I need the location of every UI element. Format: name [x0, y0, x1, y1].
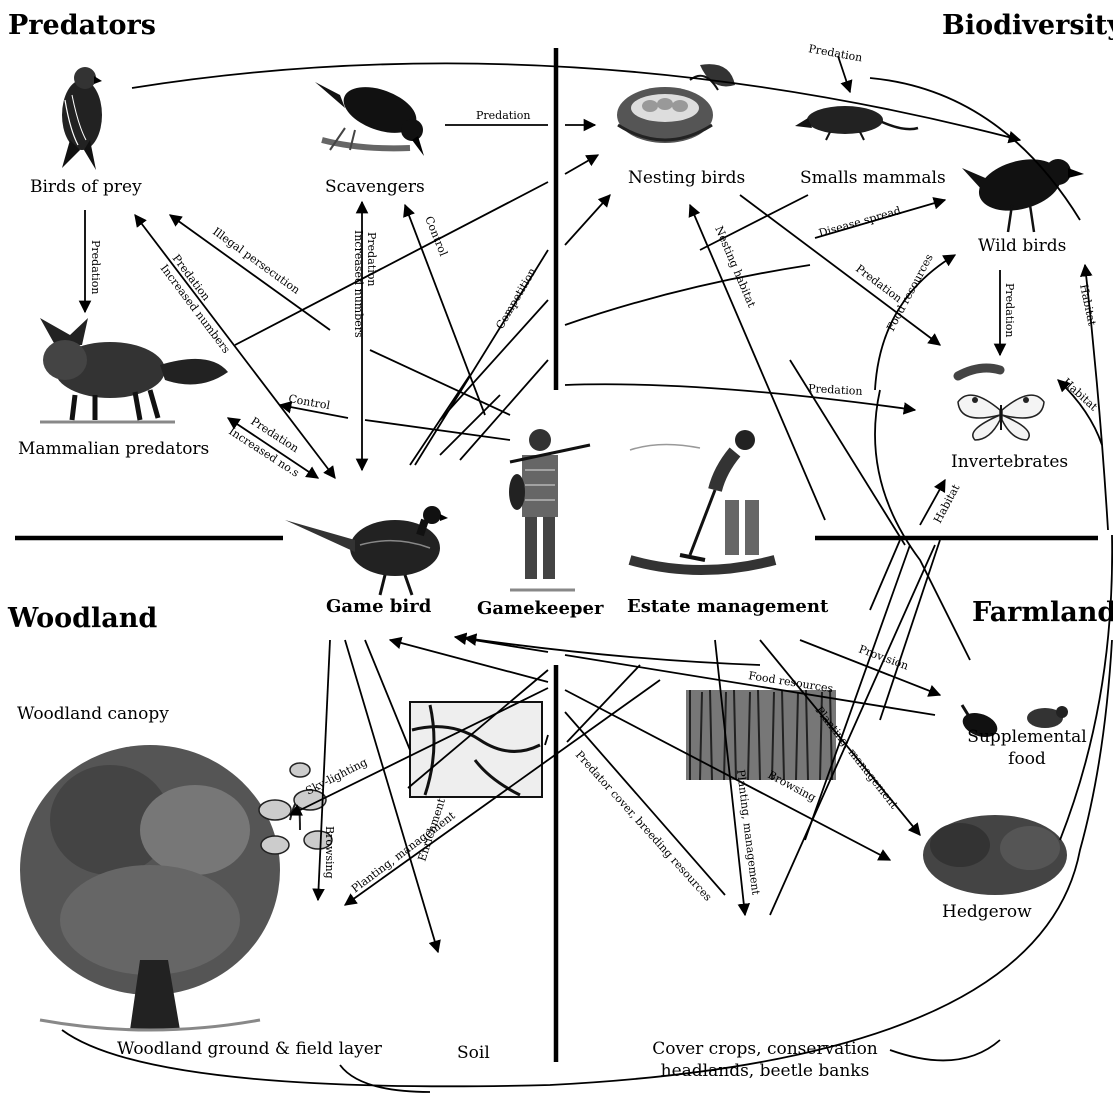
node-birds-of-prey: Birds of prey [30, 177, 142, 197]
tree-icon [20, 745, 280, 1032]
node-woodland-ground: Woodland ground & field layer [117, 1039, 382, 1059]
node-wild-birds: Wild birds [978, 236, 1067, 256]
label-predation-top: Predation [807, 42, 863, 64]
farmer-icon [628, 430, 777, 575]
label-predation-vert: Predation [365, 232, 378, 286]
label-browsing-wood: Browsing [323, 826, 336, 879]
label-planting-mgmt-cover: Planting, management [734, 769, 762, 896]
node-estate-management: Estate management [627, 596, 829, 617]
hawk-icon [62, 67, 102, 170]
fox-icon [40, 318, 228, 424]
label-predation-wb: Predation [1003, 283, 1016, 337]
node-cover-crops-line1: Cover crops, conservation [652, 1039, 878, 1059]
hedge-icon [923, 815, 1067, 895]
node-nesting-birds: Nesting birds [628, 168, 746, 188]
label-predation-bop: Predation [89, 240, 102, 294]
crop-icon [686, 689, 836, 781]
quadrant-farmland: Farmland [972, 597, 1113, 628]
label-nesting-habitat: Nesting habitat [712, 224, 758, 310]
label-habitat-right: Habitat [1077, 283, 1099, 327]
label-provision: Provision [857, 643, 910, 673]
soil-icon [409, 701, 543, 798]
label-predation-long: Predation [808, 382, 863, 398]
label-control-scav: Control [422, 214, 450, 258]
label-illegal-persecution: Illegal persecution [210, 225, 302, 297]
butterfly-icon [957, 394, 1045, 441]
quadrant-woodland: Woodland [8, 603, 158, 634]
label-competition: Competition [493, 266, 539, 332]
node-woodland-canopy: Woodland canopy [17, 704, 169, 724]
blackbird-icon [962, 159, 1084, 233]
node-scavengers: Scavengers [325, 177, 425, 197]
nest-icon [617, 64, 735, 143]
node-supplemental-food-line1: Supplemental [967, 727, 1087, 747]
label-habitat-mid: Habitat [1060, 376, 1100, 414]
node-soil: Soil [457, 1043, 490, 1063]
label-predation-scavengers: Predation [476, 109, 530, 122]
shrew-icon [795, 106, 919, 141]
node-game-bird: Game bird [326, 596, 432, 617]
node-mammalian-predators: Mammalian predators [18, 439, 210, 459]
quadrant-biodiversity: Biodiversity [942, 10, 1113, 41]
label-increased-numbers-vert: Increased numbers [352, 230, 365, 338]
label-disease-spread: Disease spread [817, 204, 902, 240]
label-control-mp: Control [287, 392, 331, 412]
node-invertebrates: Invertebrates [951, 452, 1069, 472]
quadrant-predators: Predators [8, 10, 156, 41]
pheasant-icon [285, 506, 448, 596]
gamekeeper-icon [507, 417, 591, 594]
node-supplemental-food: Supplemental food [962, 726, 1092, 770]
caterpillar-icon [953, 363, 1005, 381]
node-cover-crops-line2: headlands, beetle banks [660, 1061, 870, 1081]
label-habitat-inv: Habitat [931, 482, 963, 526]
label-planting-mgmt-wood: Planting, management [349, 809, 458, 896]
node-hedgerow: Hedgerow [942, 902, 1032, 922]
node-cover-crops: Cover crops, conservation headlands, bee… [640, 1038, 890, 1082]
node-gamekeeper: Gamekeeper [477, 598, 604, 619]
node-small-mammals: Smalls mammals [800, 168, 946, 188]
node-supplemental-food-line2: food [1008, 749, 1046, 769]
crow-icon [315, 82, 424, 156]
seedbird-icon [960, 704, 1068, 738]
